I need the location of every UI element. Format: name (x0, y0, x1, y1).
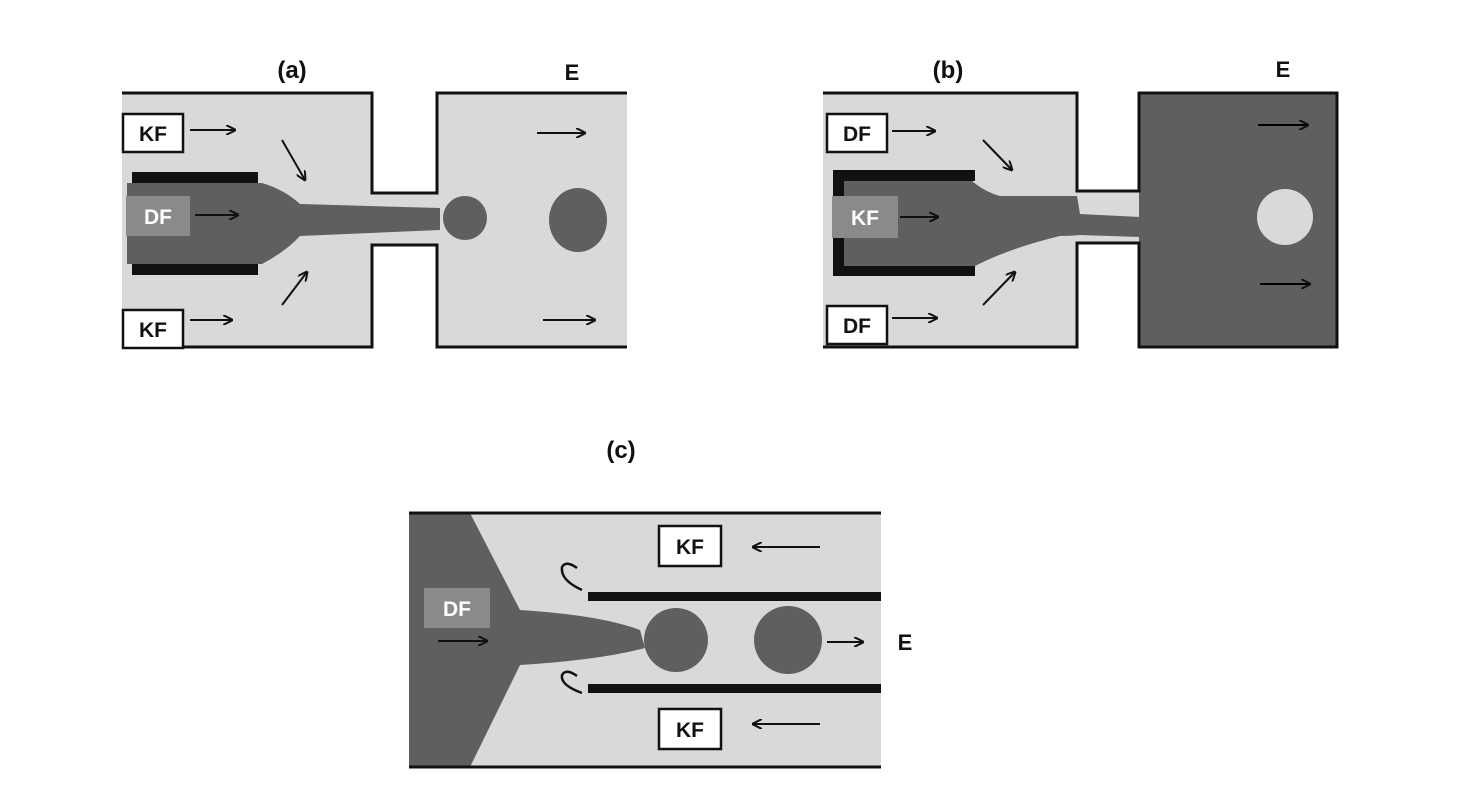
panel-b-top-inlet-label: DF (843, 123, 871, 146)
panel-b-center-inlet-box (832, 196, 898, 238)
panel-b-bottom-inlet-label: DF (843, 315, 871, 338)
panel-a-capillary-top (132, 172, 258, 183)
panel-c-inner-tube-top (588, 592, 881, 601)
panel-b-arrow-diag-down (982, 139, 1012, 170)
panel-a-arrow-diag-down (281, 139, 305, 180)
panel-b-top-inlet-box (825, 112, 889, 154)
panel-c-forming-droplet (644, 608, 708, 672)
panel-c-turn-arrow-bottom (560, 670, 583, 695)
panel-b-dispersed-jet (844, 181, 1140, 266)
panel-a-channel-wall (122, 91, 627, 349)
panel-a-top-inlet-label: KF (139, 123, 167, 146)
panel-b-center-inlet-label: KF (851, 207, 879, 230)
panel-a-bottom-inlet-box (121, 308, 185, 350)
panel-a-forming-droplet (443, 196, 487, 240)
panel-b-channel-wall (823, 91, 1339, 349)
panel-c-dispersed-reservoir (409, 513, 645, 767)
panel-b: (b) E DF KF DF (823, 57, 1339, 349)
panel-c-bottom-inlet-label: KF (676, 719, 704, 742)
panel-b-arrow-diag-up (982, 272, 1015, 306)
panel-c-inner-tube-bottom (588, 684, 881, 693)
panel-c-droplet (754, 606, 822, 674)
panel-c-center-inlet-box (424, 588, 490, 628)
panel-a-arrow-diag-up (281, 272, 307, 306)
panel-b-title: (b) (933, 57, 964, 84)
panel-c-title: (c) (606, 437, 635, 464)
panel-b-exit-label: E (1276, 57, 1291, 82)
panel-c-top-inlet-label: KF (676, 536, 704, 559)
panel-c-top-inlet-box (657, 524, 723, 568)
panel-c-turn-arrow-top (560, 562, 583, 592)
panel-b-droplet (1257, 189, 1313, 245)
panel-b-bottom-inlet-box (825, 304, 889, 346)
panel-c-center-inlet-label: DF (443, 598, 471, 621)
panel-a-droplet (549, 188, 607, 252)
panel-a-center-inlet-label: DF (144, 206, 172, 229)
panel-a-flow-arrows (190, 130, 595, 320)
panel-a-exit-label: E (565, 60, 580, 85)
panel-b-flow-arrows (892, 125, 1310, 318)
panel-c-bottom-inlet-box (657, 707, 723, 751)
panel-a-dispersed-jet (127, 183, 440, 264)
panel-a: (a) E KF DF KF (121, 57, 627, 350)
panel-a-top-inlet-box (121, 112, 185, 154)
panel-c-flow-arrows (438, 547, 863, 724)
panel-a-center-inlet-box (126, 196, 190, 236)
panel-c-exit-label: E (898, 630, 913, 655)
panel-c: (c) E KF DF KF (409, 437, 913, 769)
panel-a-capillary-bottom (132, 264, 258, 275)
panel-b-capillary (833, 170, 975, 276)
panel-a-title: (a) (277, 57, 306, 84)
panel-a-bottom-inlet-label: KF (139, 319, 167, 342)
